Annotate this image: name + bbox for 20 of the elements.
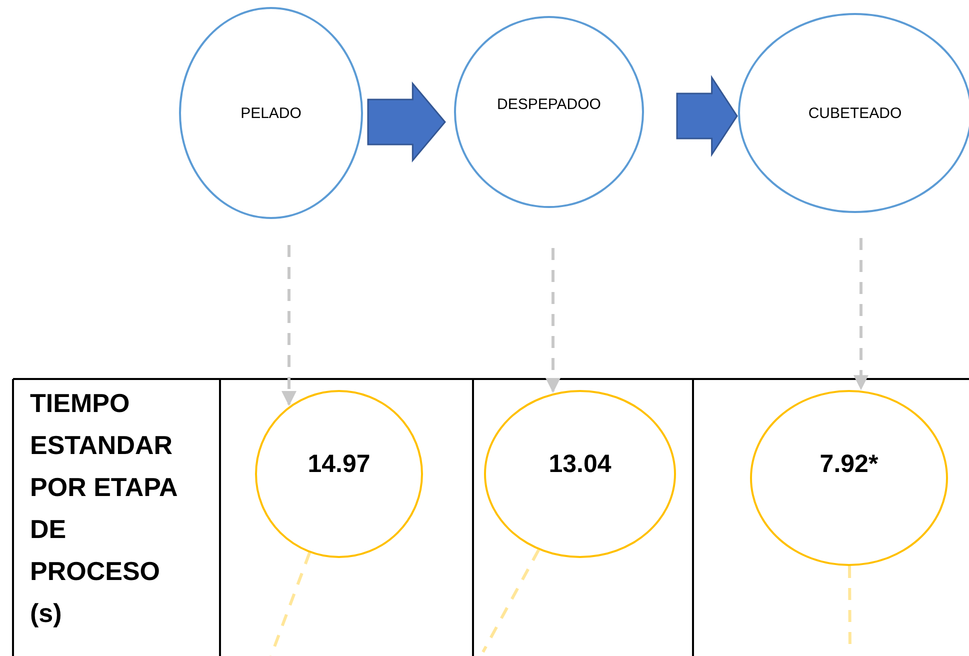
time-circle [255, 390, 423, 558]
process-circle [179, 7, 363, 219]
block-arrow [676, 74, 738, 158]
step-name: PELADO [240, 104, 302, 122]
process-circle [738, 13, 969, 213]
dashed-line [270, 552, 311, 656]
row-header: TIEMPO ESTANDAR POR ETAPA DE PROCESO (s) [30, 387, 178, 630]
dashed-arrow [282, 245, 296, 406]
process-circle [454, 16, 644, 208]
time-circle [484, 390, 676, 558]
time-value: 13.04 [548, 450, 612, 478]
time-circle [750, 390, 948, 566]
block-arrow [367, 81, 446, 163]
time-value: 14.97 [308, 450, 370, 478]
step-name: CUBETEADO [808, 104, 902, 122]
time-value: 7.92* [820, 450, 878, 478]
dashed-line [482, 549, 540, 653]
step-name: DESPEPADOO [497, 96, 601, 112]
dashed-arrow [546, 248, 560, 393]
dashed-arrow [854, 238, 868, 390]
